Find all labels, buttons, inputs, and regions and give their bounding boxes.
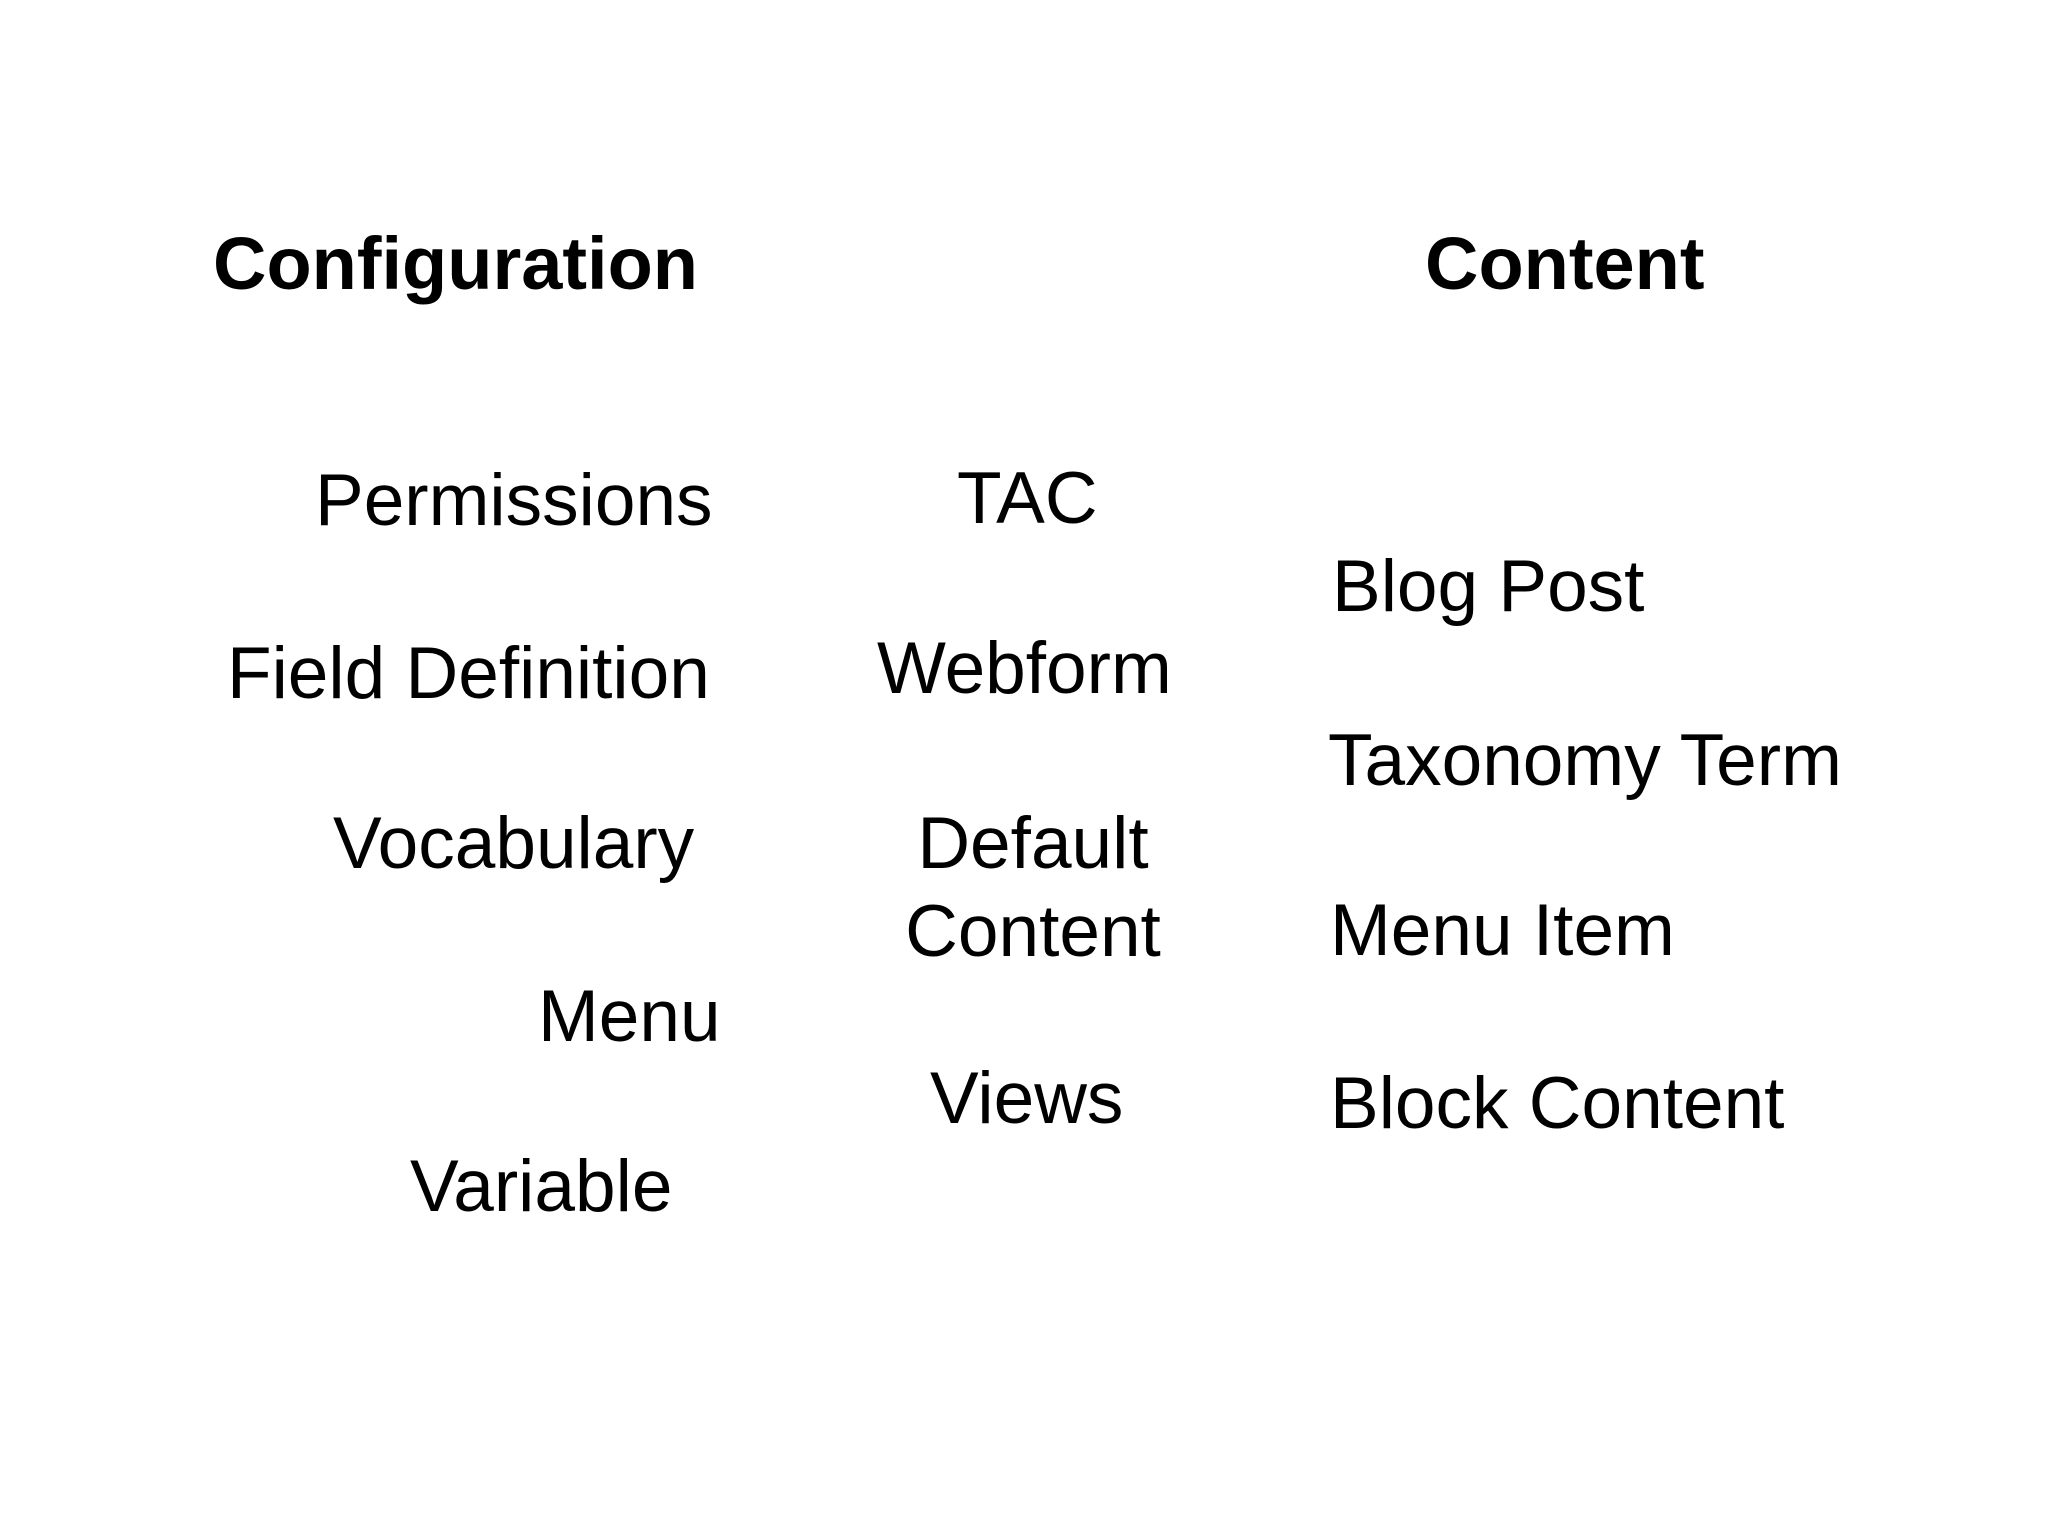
configuration-item-field-definition: Field Definition xyxy=(227,633,710,714)
configuration-header: Configuration xyxy=(213,222,699,305)
middle-item-views: Views xyxy=(930,1058,1124,1139)
configuration-item-vocabulary: Vocabulary xyxy=(333,803,695,884)
middle-item-webform: Webform xyxy=(877,628,1172,709)
configuration-item-permissions: Permissions xyxy=(315,460,713,541)
middle-item-tac: TAC xyxy=(957,458,1098,539)
content-header: Content xyxy=(1425,222,1705,305)
middle-item-default-content: Default Content xyxy=(905,803,1161,972)
content-item-taxonomy-term: Taxonomy Term xyxy=(1328,720,1842,801)
content-item-block-content: Block Content xyxy=(1330,1063,1785,1144)
configuration-item-menu: Menu xyxy=(538,976,721,1057)
configuration-item-variable: Variable xyxy=(410,1146,673,1227)
content-item-blog-post: Blog Post xyxy=(1332,546,1645,627)
content-item-menu-item: Menu Item xyxy=(1330,890,1675,971)
